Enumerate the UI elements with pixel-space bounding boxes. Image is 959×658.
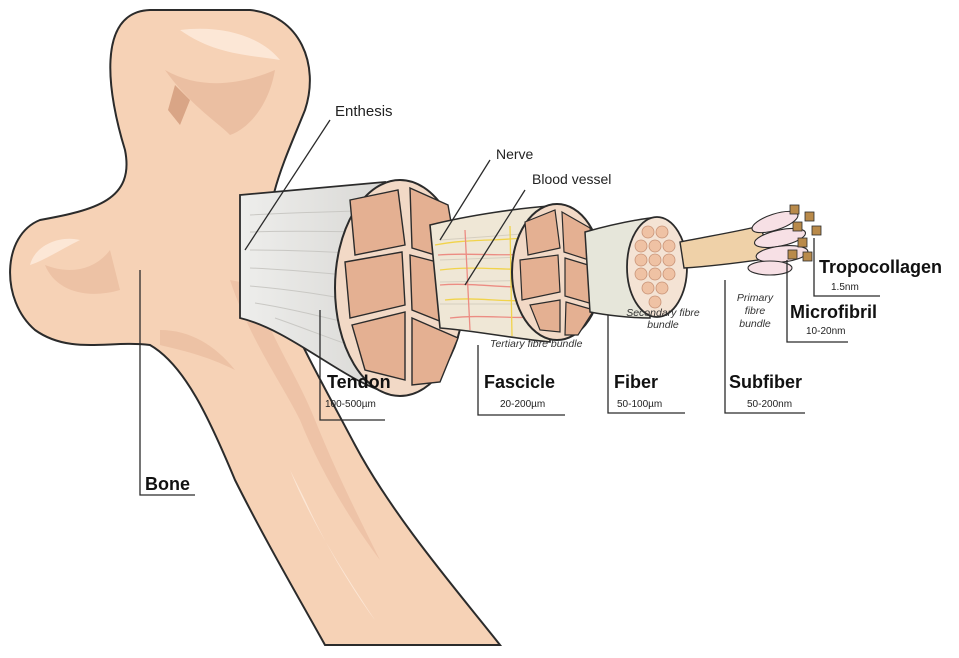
primary-bundle-label: Primary fibre bundle: [736, 292, 774, 330]
tropocollagen-size: 1.5nm: [831, 282, 859, 293]
bone-shape: [9, 9, 503, 646]
nerve-label: Nerve: [496, 146, 534, 162]
blood-vessel-label: Blood vessel: [532, 171, 612, 187]
fiber-size: 50-100µm: [617, 399, 663, 410]
subfiber-label: Subfiber: [729, 372, 803, 392]
microfibril-size: 10-20nm: [806, 326, 846, 337]
subfiber-body: [679, 204, 822, 276]
bone-label: Bone: [145, 474, 190, 494]
tendon-label: Tendon: [327, 372, 391, 392]
tropocollagen-label: Tropocollagen: [819, 257, 943, 277]
enthesis-label: Enthesis: [335, 103, 393, 120]
fiber-label: Fiber: [614, 372, 659, 392]
fascicle-label: Fascicle: [484, 372, 556, 392]
fascicle-size: 20-200µm: [500, 399, 546, 410]
fascicle-body: [429, 203, 603, 343]
leader-lines: [139, 119, 880, 496]
subfiber-size: 50-200nm: [747, 399, 793, 410]
microfibril-label: Microfibril: [790, 302, 878, 322]
fiber-body: [584, 216, 688, 319]
tertiary-bundle-label: Tertiary fibre bundle: [490, 338, 583, 350]
tendon-size: 100-500µm: [325, 399, 376, 410]
secondary-bundle-label: Secondary fibre bundle: [626, 307, 700, 331]
